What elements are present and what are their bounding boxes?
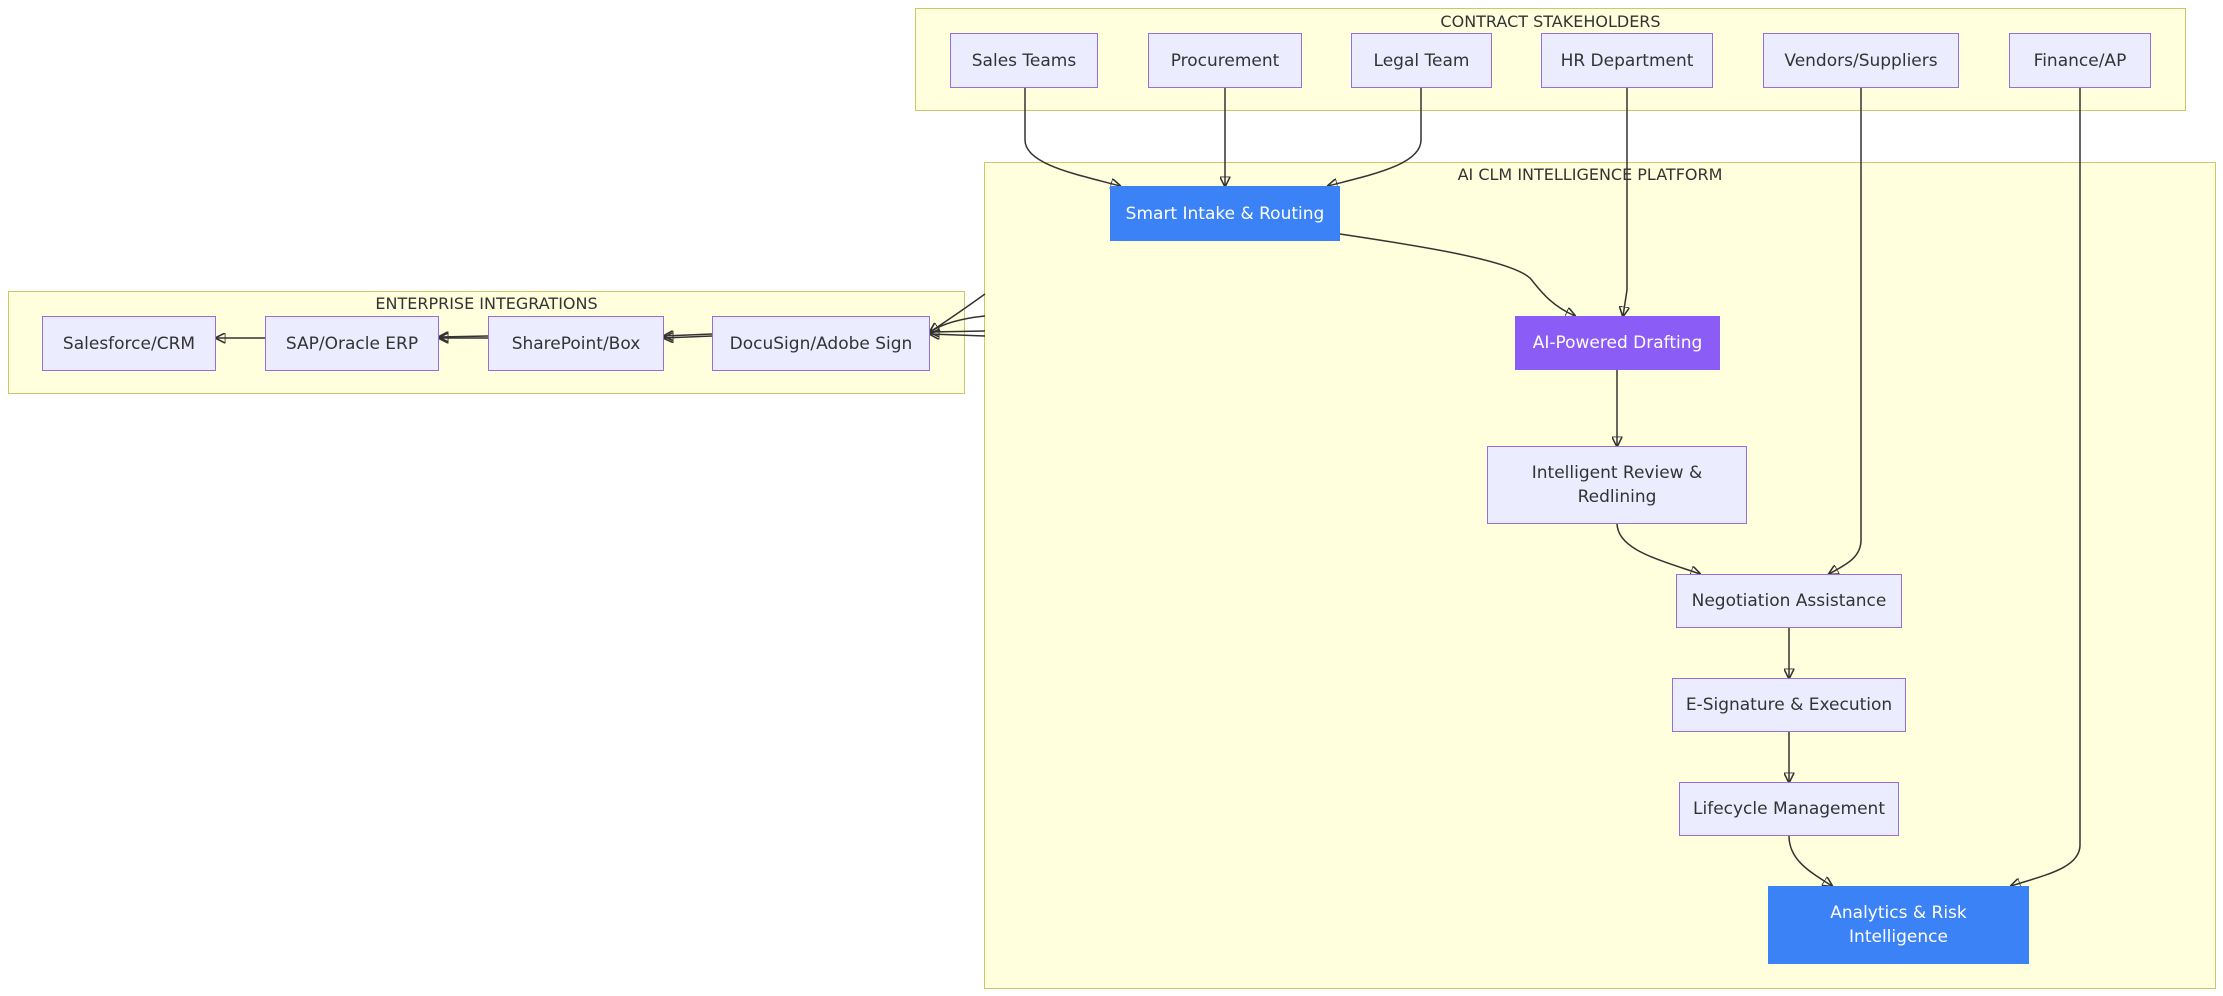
node-hr-department-label: HR Department (1560, 50, 1694, 71)
node-sap-oracle-erp-label: SAP/Oracle ERP (285, 333, 419, 354)
node-smart-intake-routing-label: Smart Intake & Routing (1125, 203, 1325, 224)
cluster-title-integrations: ENTERPRISE INTEGRATIONS (375, 294, 598, 313)
node-ai-powered-drafting-label: AI-Powered Drafting (1532, 333, 1703, 353)
node-e-signature-execution-label: E-Signature & Execution (1685, 695, 1893, 715)
node-procurement-label: Procurement (1170, 50, 1280, 71)
cluster-title-platform: AI CLM INTELLIGENCE PLATFORM (1455, 163, 1725, 187)
node-analytics-risk-intelligence[interactable]: Analytics & Risk Intelligence (1768, 886, 2029, 964)
node-negotiation-assistance[interactable]: Negotiation Assistance (1676, 574, 1902, 628)
cluster-title-platform-text: AI CLM INTELLIGENCE PLATFORM (1457, 165, 1723, 184)
node-analytics-risk-intelligence-label: Analytics & Risk Intelligence (1830, 903, 1967, 947)
node-intelligent-review-redlining[interactable]: Intelligent Review & Redlining (1487, 446, 1747, 524)
node-sap-oracle-erp[interactable]: SAP/Oracle ERP (265, 316, 439, 371)
node-ai-powered-drafting[interactable]: AI-Powered Drafting (1515, 316, 1720, 370)
node-sharepoint-box-label: SharePoint/Box (511, 333, 641, 354)
node-finance-ap-label: Finance/AP (2033, 50, 2127, 71)
node-sales-teams-label: Sales Teams (971, 50, 1077, 71)
node-sharepoint-box[interactable]: SharePoint/Box (488, 316, 664, 371)
cluster-ai-clm-platform: AI CLM INTELLIGENCE PLATFORM (984, 162, 2216, 989)
node-finance-ap[interactable]: Finance/AP (2009, 33, 2151, 88)
node-salesforce-crm-label: Salesforce/CRM (62, 333, 196, 354)
node-procurement[interactable]: Procurement (1148, 33, 1302, 88)
node-sales-teams[interactable]: Sales Teams (950, 33, 1098, 88)
node-lifecycle-management[interactable]: Lifecycle Management (1679, 782, 1899, 836)
node-docusign-adobe-sign[interactable]: DocuSign/Adobe Sign (712, 316, 930, 371)
node-smart-intake-routing[interactable]: Smart Intake & Routing (1110, 186, 1340, 241)
node-lifecycle-management-label: Lifecycle Management (1693, 799, 1885, 819)
node-vendors-suppliers-label: Vendors/Suppliers (1784, 50, 1938, 71)
cluster-title-stakeholders: CONTRACT STAKEHOLDERS (1440, 12, 1661, 31)
node-legal-team-label: Legal Team (1373, 50, 1470, 71)
node-vendors-suppliers[interactable]: Vendors/Suppliers (1763, 33, 1959, 88)
node-intelligent-review-redlining-label: Intelligent Review & Redlining (1531, 463, 1703, 507)
node-docusign-adobe-sign-label: DocuSign/Adobe Sign (729, 333, 913, 354)
node-salesforce-crm[interactable]: Salesforce/CRM (42, 316, 216, 371)
node-hr-department[interactable]: HR Department (1541, 33, 1713, 88)
node-legal-team[interactable]: Legal Team (1351, 33, 1492, 88)
cluster-contract-stakeholders: CONTRACT STAKEHOLDERS (915, 8, 2186, 111)
node-negotiation-assistance-label: Negotiation Assistance (1691, 591, 1887, 611)
node-e-signature-execution[interactable]: E-Signature & Execution (1672, 678, 1906, 732)
